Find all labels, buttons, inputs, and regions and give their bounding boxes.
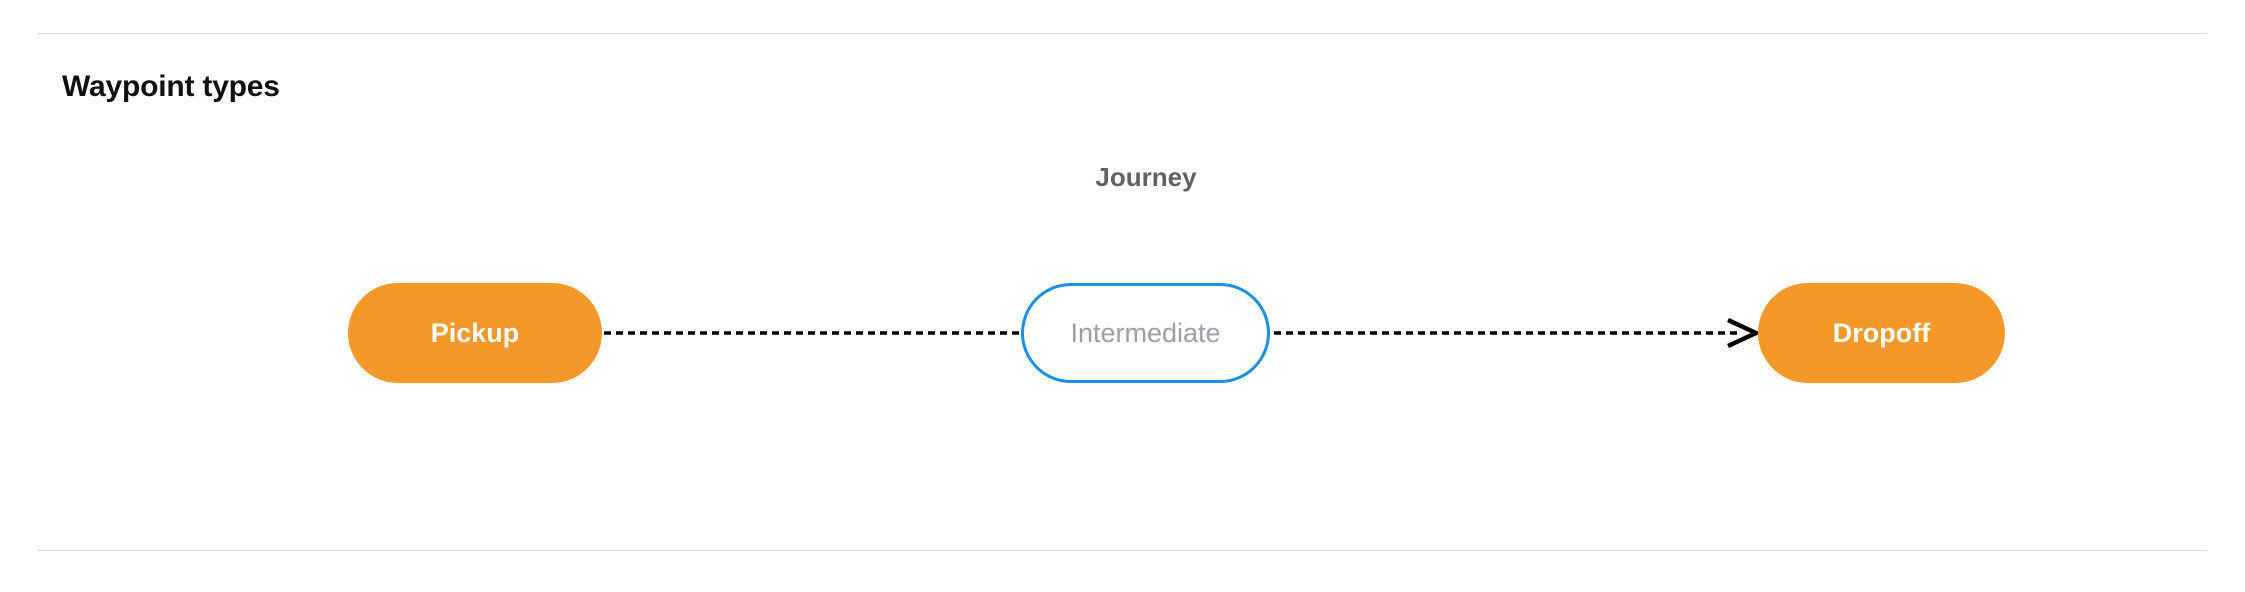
section-divider-bottom [38,550,2207,551]
waypoint-node-intermediate[interactable]: Intermediate [1021,283,1270,383]
edge-arrowhead-icon [1727,317,1762,349]
waypoint-node-dropoff[interactable]: Dropoff [1758,283,2005,383]
waypoint-node-pickup[interactable]: Pickup [348,283,602,383]
section-divider-top [38,33,2207,34]
journey-group-label: Journey [1095,162,1197,192]
page-title: Waypoint types [62,70,280,103]
